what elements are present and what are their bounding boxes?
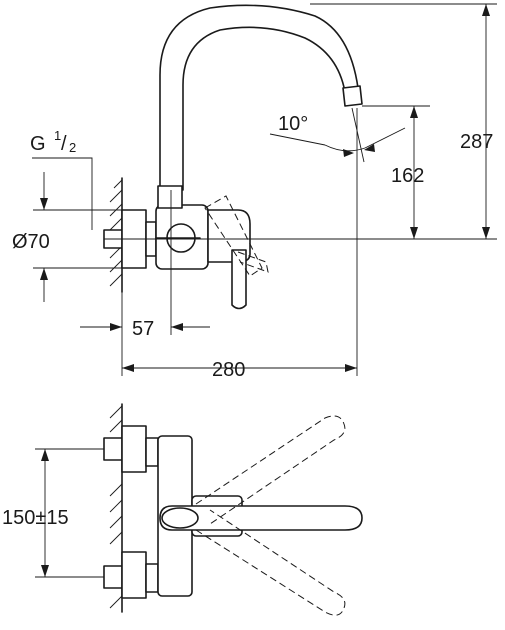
lower-connector (103, 551, 159, 599)
front-view: G 1 / 2 Ø70 57 (12, 3, 497, 381)
total-height-label: 287 (460, 131, 493, 153)
spout (159, 4, 363, 191)
offset-dimension: 57 (80, 190, 210, 340)
angle-dimension: 10° (269, 107, 406, 163)
diameter-label: Ø70 (12, 231, 50, 253)
lever-handle-top (159, 505, 363, 531)
upper-connector (103, 425, 159, 473)
offset-label: 57 (132, 318, 154, 340)
mixer-body (155, 185, 209, 270)
thread-label-den: 2 (69, 140, 76, 155)
diameter-dimension: Ø70 (12, 172, 122, 302)
reach-dimension: 280 (121, 108, 358, 381)
spout-height-label: 162 (391, 165, 424, 187)
thread-label-num: 1 (54, 128, 61, 143)
spacing-label: 150±15 (2, 507, 69, 529)
angle-label: 10° (278, 113, 308, 135)
reach-label: 280 (212, 359, 245, 381)
spout-height-dimension: 162 (358, 105, 497, 240)
lever-open-dashed (204, 195, 269, 277)
spacing-dimension: 150±15 (2, 448, 104, 578)
thread-label-slash: / (61, 133, 67, 155)
total-height-dimension: 287 (310, 3, 497, 239)
lever-swing-dashed (195, 415, 346, 616)
thread-label: G 1 / 2 (30, 128, 93, 230)
top-view: 150±15 (2, 403, 363, 616)
lever (231, 249, 247, 310)
thread-label-g: G (30, 133, 46, 155)
